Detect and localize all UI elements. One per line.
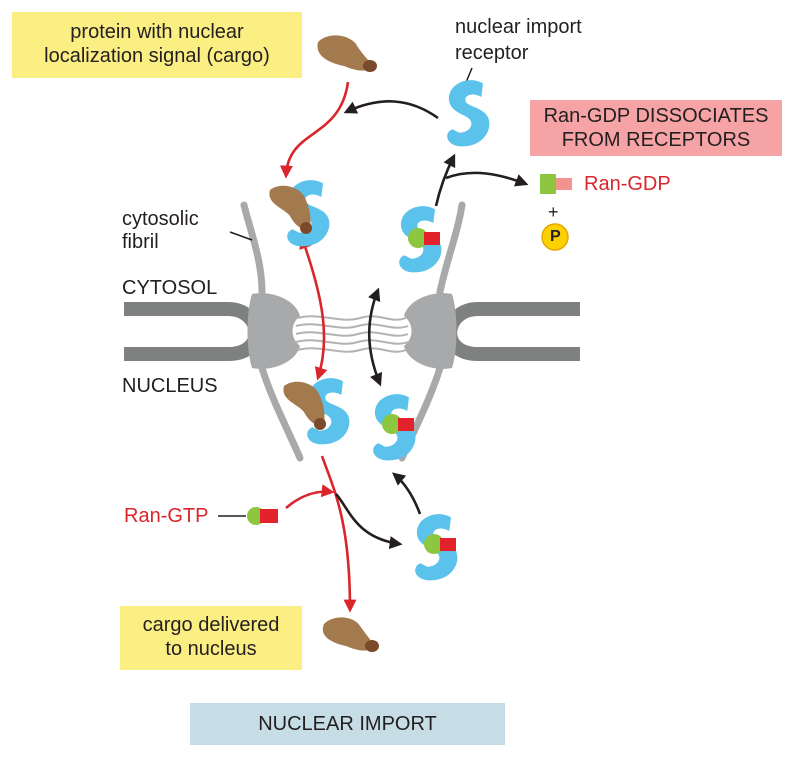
fibril-label-line2: fibril — [122, 231, 159, 253]
receptor-label: nuclear import receptor — [455, 14, 582, 66]
fibril-label: cytosolic fibril — [122, 208, 199, 254]
delivered-label-box: cargo delivered to nucleus — [120, 606, 302, 670]
ran-gtp-molecule — [247, 507, 278, 525]
dissociation-label-box: Ran-GDP DISSOCIATES FROM RECEPTORS — [530, 100, 782, 156]
nuclear-envelope — [124, 302, 580, 361]
receptor-ran-gtp-formation-arrow — [335, 493, 403, 550]
cargo-label-line2: localization signal (cargo) — [44, 45, 270, 67]
cytosol-label: CYTOSOL — [122, 277, 218, 299]
receptor-exit-arrow — [434, 153, 456, 207]
cargo-label-line1: protein with nuclear — [70, 21, 244, 43]
receptor-cargo-complex-cytosol — [269, 180, 330, 247]
ran-gdp-molecule — [540, 174, 572, 194]
transport-arrows — [279, 81, 529, 613]
ran-gdp-release-arrow — [445, 171, 529, 187]
ran-gdp-label: Ran-GDP — [584, 173, 671, 195]
plus-sign: + — [548, 202, 559, 222]
receptor-label-line1: nuclear import — [455, 16, 582, 38]
diagram-title-box: NUCLEAR IMPORT — [190, 703, 505, 745]
dissociation-label-line2: FROM RECEPTORS — [561, 129, 751, 151]
delivered-cargo-protein — [322, 617, 379, 652]
diagram-title: NUCLEAR IMPORT — [258, 713, 437, 735]
receptor-recycle-arrow — [343, 100, 439, 120]
nucleus-label: NUCLEUS — [122, 375, 218, 397]
receptor-ran-gtp-complex-basket — [373, 394, 416, 461]
receptor-ran-gtp-complex-cytosol — [399, 206, 442, 273]
cargo-complex-translocation-arrow — [299, 235, 328, 381]
cargo-label-box: protein with nuclear localization signal… — [12, 12, 302, 78]
delivered-label-line2: to nucleus — [165, 638, 257, 660]
ran-gtp-label: Ran-GTP — [124, 505, 209, 527]
receptor-label-line2: receptor — [455, 42, 529, 64]
receptor-ran-translocation-arrow — [367, 287, 383, 387]
fibril-leader-line — [229, 231, 253, 241]
ran-gtp-binding-arrow — [285, 484, 335, 509]
dissociation-label-line1: Ran-GDP DISSOCIATES — [543, 105, 769, 127]
free-import-receptor — [447, 80, 490, 147]
receptor-cargo-complex-nucleus — [283, 378, 350, 445]
receptor-ran-gtp-complex-nucleoplasm — [415, 514, 458, 581]
cargo-binding-arrow — [279, 81, 350, 179]
phosphate-label: P — [550, 228, 561, 245]
cargo-delivery-arrow — [320, 455, 357, 613]
delivered-label-line1: cargo delivered — [142, 614, 280, 636]
free-cargo-protein — [317, 35, 377, 72]
fibril-label-line1: cytosolic — [122, 208, 199, 230]
receptor-ran-gtp-to-pore-arrow — [392, 472, 422, 515]
phosphate-icon — [541, 223, 569, 251]
